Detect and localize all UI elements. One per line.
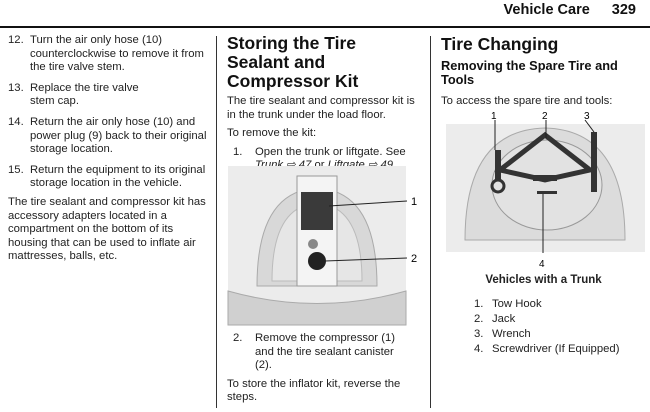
section-heading: Tire Changing: [441, 34, 559, 54]
column-divider: [430, 36, 431, 408]
column-3: Tire Changing Removing the Spare Tire an…: [441, 34, 646, 116]
item-number: 2.: [474, 313, 484, 326]
column-1: 12. Turn the air only hose (10) countercl…: [8, 34, 208, 271]
step: 12. Turn the air only hose (10) countercl…: [8, 34, 208, 75]
paragraph: To access the spare tire and tools:: [441, 95, 613, 107]
compressor-kit-illustration: 1 2: [227, 166, 417, 326]
step-text: Replace the tire valve stem cap.: [30, 81, 139, 108]
step-text-part: .: [393, 159, 397, 172]
step: 14. Return the air only hose (10) and pow…: [8, 116, 208, 157]
callout-2: 2: [542, 111, 548, 122]
callout-2: 2: [411, 253, 417, 265]
page-number: 329: [611, 2, 636, 18]
list-item: 4. Screwdriver (If Equipped): [474, 343, 619, 357]
list-item: 2. Jack: [474, 313, 619, 327]
column-divider: [216, 36, 217, 408]
step-text: Return the equipment to its original sto…: [30, 163, 206, 190]
paragraph: To store the inflator kit, reverse the s…: [227, 377, 401, 404]
section-title: Vehicle Care: [503, 2, 590, 18]
item-text: Wrench: [492, 328, 531, 341]
header-rule: [0, 26, 650, 28]
step-number: 2.: [233, 332, 243, 344]
step-text: Remove the compressor (1) and the tire s…: [255, 332, 396, 372]
callout-3: 3: [584, 111, 590, 122]
step-text: Turn the air only hose (10) counterclock…: [30, 34, 204, 74]
list-item: 3. Wrench: [474, 328, 619, 342]
tools-list: 1. Tow Hook 2. Jack 3. Wrench 4. Screwdriver…: [474, 298, 619, 358]
spare-tire-tools-illustration: 1 2 3 4: [446, 111, 645, 270]
page-header: Vehicle Care 329: [482, 2, 636, 18]
paragraph: To remove the kit:: [227, 127, 317, 140]
item-text: Screwdriver (If Equipped): [492, 343, 620, 356]
paragraph: The tire sealant and compressor kit is i…: [227, 95, 415, 121]
step: 15. Return the equipment to its original …: [8, 164, 208, 191]
step: 13. Replace the tire valve stem cap.: [8, 82, 208, 109]
step-number: 1.: [233, 145, 243, 158]
step-number: 12.: [8, 34, 24, 46]
step: 2. Remove the compressor (1) and the tire…: [227, 332, 423, 373]
step-text: Return the air only hose (10) and power …: [30, 115, 207, 156]
step-text-part: or: [311, 159, 328, 172]
callout-4: 4: [539, 259, 545, 270]
step-text-part: Open the trunk or liftgate. See: [255, 145, 406, 158]
column-2: Storing the Tire Sealant and Compressor …: [227, 34, 423, 173]
item-text: Jack: [492, 313, 516, 326]
step-number: 15.: [8, 163, 24, 176]
step-number: 14.: [8, 115, 24, 128]
item-number: 3.: [474, 328, 484, 341]
callout-1: 1: [491, 111, 497, 122]
section-heading: Storing the Tire Sealant and Compressor …: [227, 33, 359, 91]
item-text: Tow Hook: [492, 298, 542, 310]
paragraph: The tire sealant and compressor kit has …: [8, 195, 206, 263]
column-2-lower: 2. Remove the compressor (1) and the tire…: [227, 332, 423, 412]
callout-1: 1: [411, 196, 417, 208]
subheading: Removing the Spare Tire and Tools: [441, 58, 618, 87]
item-number: 4.: [474, 343, 484, 356]
list-item: 1. Tow Hook: [474, 298, 619, 312]
item-number: 1.: [474, 298, 484, 310]
step-number: 13.: [8, 81, 24, 94]
figure-caption: Vehicles with a Trunk: [485, 274, 602, 286]
